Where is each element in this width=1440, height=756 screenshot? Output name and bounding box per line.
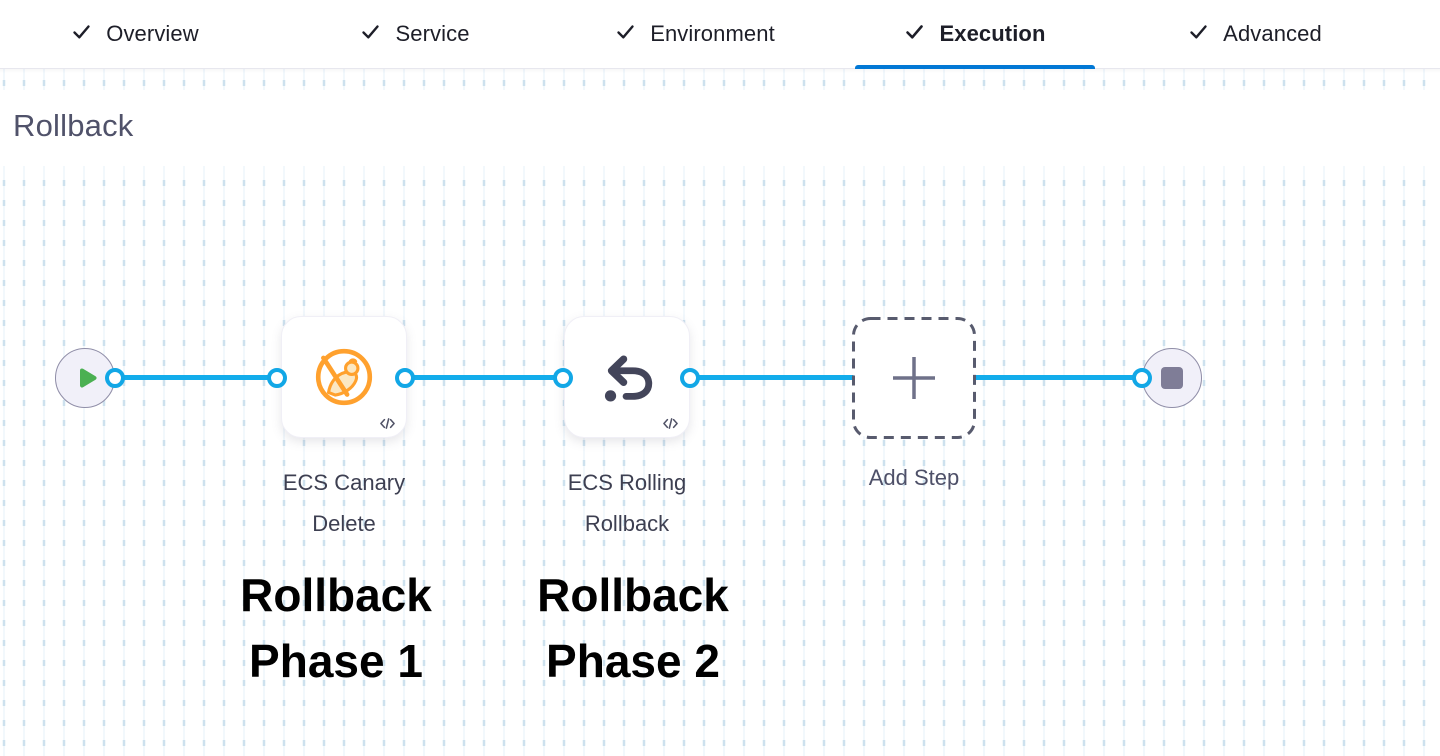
stage-config-tabbar: Overview Service Environment Execution bbox=[0, 0, 1440, 69]
add-step-label: Add Step bbox=[868, 465, 960, 490]
connector-point[interactable] bbox=[1132, 368, 1152, 388]
step-name-label: ECS Rolling Rollback bbox=[567, 470, 687, 536]
section-title: Rollback bbox=[13, 108, 134, 143]
play-icon bbox=[74, 365, 100, 391]
stop-icon bbox=[1161, 367, 1183, 389]
heading-background-band bbox=[0, 90, 1440, 166]
check-icon bbox=[615, 21, 636, 47]
connector-point[interactable] bbox=[267, 368, 287, 388]
check-icon bbox=[360, 21, 381, 47]
connector-point[interactable] bbox=[680, 368, 700, 388]
tab-service[interactable]: Service bbox=[275, 0, 555, 68]
tab-label: Overview bbox=[106, 21, 199, 46]
code-icon bbox=[379, 417, 396, 430]
step-name-label: ECS Canary Delete bbox=[282, 470, 406, 536]
annotation-rollback-phase-2: Rollback Phase 2 bbox=[537, 569, 729, 687]
plus-icon bbox=[893, 357, 935, 399]
tab-overview[interactable]: Overview bbox=[0, 0, 275, 68]
step-card-ecs-rolling-rollback[interactable] bbox=[564, 316, 690, 438]
pipeline-end-node bbox=[1142, 348, 1202, 408]
tab-label: Service bbox=[395, 21, 470, 46]
check-icon bbox=[71, 21, 92, 47]
check-icon bbox=[1188, 21, 1209, 47]
check-icon bbox=[904, 21, 925, 47]
canvas-grid bbox=[0, 68, 1440, 756]
tab-label: Advanced bbox=[1223, 21, 1322, 46]
tab-advanced[interactable]: Advanced bbox=[1115, 0, 1395, 68]
step-card-ecs-canary-delete[interactable] bbox=[281, 316, 407, 438]
tab-execution[interactable]: Execution bbox=[835, 0, 1115, 69]
annotation-rollback-phase-1: Rollback Phase 1 bbox=[240, 569, 432, 687]
tab-label: Environment bbox=[650, 21, 775, 46]
connector-point[interactable] bbox=[553, 368, 573, 388]
code-icon bbox=[662, 417, 679, 430]
tab-label: Execution bbox=[939, 21, 1046, 46]
connector-point[interactable] bbox=[105, 368, 125, 388]
add-step-button[interactable] bbox=[852, 317, 976, 439]
tab-environment[interactable]: Environment bbox=[555, 0, 835, 68]
ecs-canary-delete-icon bbox=[311, 344, 377, 410]
active-tab-underline bbox=[855, 65, 1095, 69]
connector-point[interactable] bbox=[395, 368, 415, 388]
ecs-rolling-rollback-icon bbox=[596, 346, 658, 408]
